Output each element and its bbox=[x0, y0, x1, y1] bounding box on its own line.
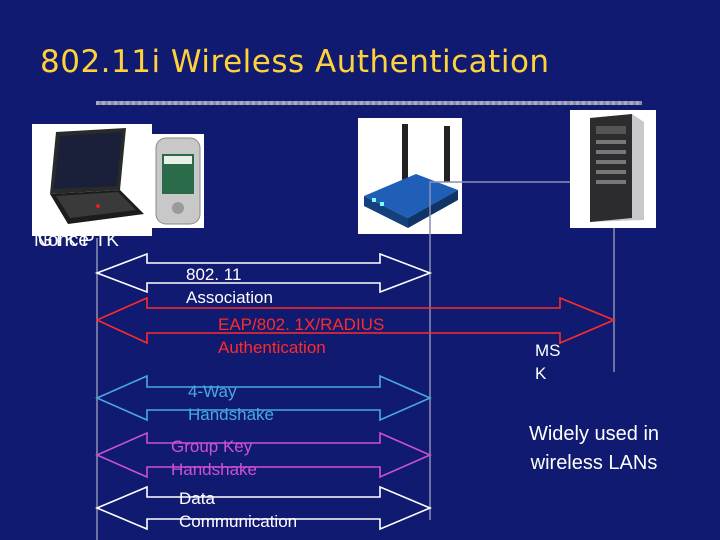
client-label-ptk: PTK bbox=[82, 230, 119, 251]
access-point-icon bbox=[358, 118, 462, 234]
ap-server-link bbox=[429, 181, 570, 232]
arrow-data-communication bbox=[94, 485, 433, 531]
slide-title: 802.11i Wireless Authentication bbox=[40, 44, 550, 80]
client-label-gtk: GTK bbox=[38, 230, 78, 251]
arrow-4way-handshake bbox=[95, 374, 432, 422]
client-label-nonce: Nonce bbox=[34, 230, 89, 251]
laptop-icon bbox=[32, 124, 152, 236]
arrow-association bbox=[94, 252, 433, 294]
pda-icon bbox=[152, 134, 204, 228]
arrow-group-key-handshake bbox=[95, 431, 432, 479]
arrow-eap-authentication bbox=[95, 296, 617, 345]
server-icon bbox=[570, 110, 656, 228]
title-divider bbox=[96, 101, 642, 105]
